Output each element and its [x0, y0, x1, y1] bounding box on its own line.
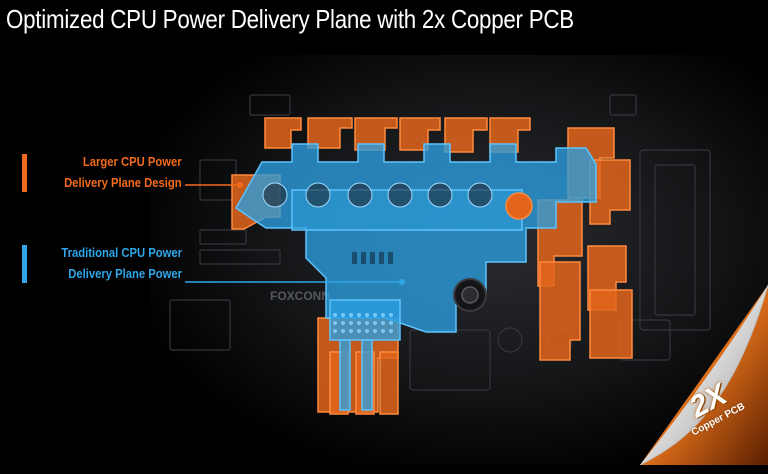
- chip-label: FOXCONN: [270, 289, 330, 303]
- legend-larger-line1: Larger CPU Power: [83, 155, 182, 169]
- legend-traditional-line1: Traditional CPU Power: [61, 246, 182, 260]
- mounting-hole: [505, 192, 533, 220]
- capacitors: [262, 182, 493, 208]
- inductor-slots: [352, 252, 393, 264]
- page-title: Optimized CPU Power Delivery Plane with …: [6, 4, 574, 34]
- legend-larger-plane: Larger CPU Power Delivery Plane Design: [22, 152, 182, 196]
- legend-traditional-line2: Delivery Plane Power: [68, 267, 182, 281]
- legend-traditional-text: Traditional CPU Power Delivery Plane Pow…: [61, 243, 182, 285]
- legend-larger-text: Larger CPU Power Delivery Plane Design: [64, 152, 182, 194]
- legend-traditional-plane: Traditional CPU Power Delivery Plane Pow…: [22, 243, 182, 287]
- traditional-callout-dot: [399, 279, 405, 285]
- legend-larger-line2: Delivery Plane Design: [64, 176, 182, 190]
- socket-pin-dots: [333, 313, 393, 333]
- legend-traditional-swatch: [22, 245, 27, 283]
- legend-larger-swatch: [22, 154, 27, 192]
- peeled-corner: [639, 284, 768, 465]
- larger-callout-dot: [237, 182, 243, 188]
- socket-screw: [453, 278, 487, 312]
